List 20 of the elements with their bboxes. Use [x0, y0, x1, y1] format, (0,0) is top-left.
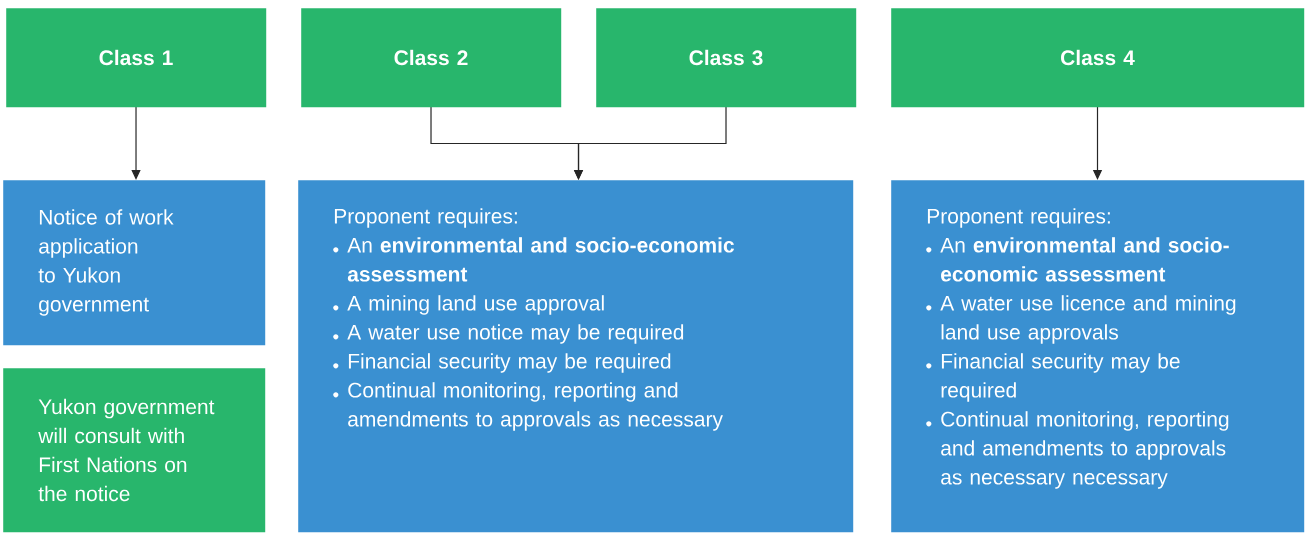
bullet-item: Continual monitoring, reporting and amendments to approvals as necessary necessary [941, 411, 1229, 489]
process-box: Yukon government will consult with First Nations on the notice [3, 368, 266, 533]
class-box: Class 1 [6, 8, 267, 108]
bullet-item: A water use licence and mining land use approvals [940, 295, 1236, 344]
class-box: Class 2 [301, 8, 562, 108]
bullet-item: An environmental and socio-economic assessment [940, 237, 1229, 282]
bullet-item: Financial security may be required [348, 353, 671, 373]
requirements-panel [891, 180, 1305, 533]
arrow [131, 106, 141, 180]
list-heading: Proponent requires: [334, 208, 517, 228]
list-heading: Proponent requires: [927, 208, 1110, 228]
class-box: Class 4 [891, 8, 1305, 108]
bullet-item: A water use notice may be required [347, 324, 684, 344]
bullet-item: An environmental and socio-economic assessment [347, 237, 734, 282]
bullet-item: Continual monitoring, reporting and amendments to approvals as necessary [348, 382, 723, 431]
class-box: Class 3 [596, 8, 857, 108]
requirements-panel [298, 180, 854, 533]
bullet-item: A mining land use approval [347, 295, 604, 315]
bullet-item: Financial security may be required [941, 353, 1180, 402]
process-box: Notice of work application to Yukon government [3, 180, 266, 346]
